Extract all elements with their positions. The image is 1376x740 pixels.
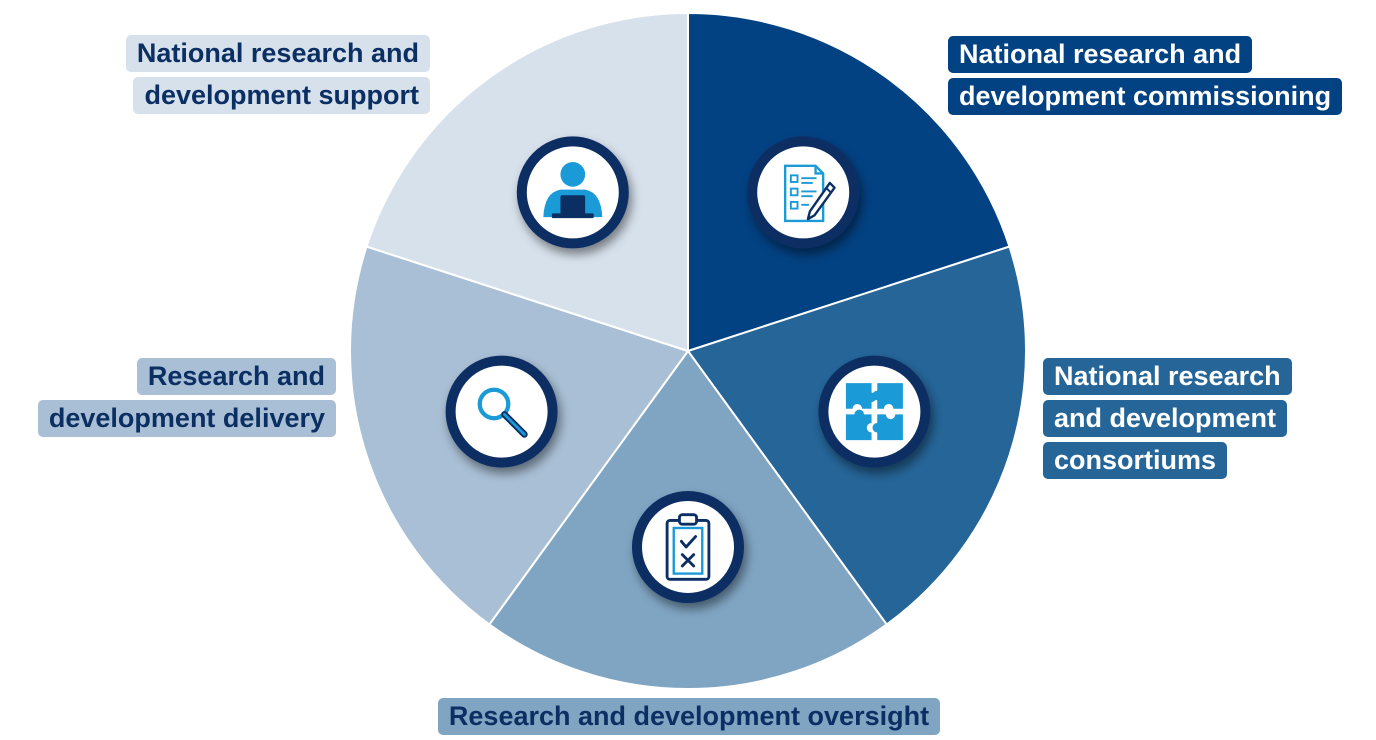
person-laptop-icon — [516, 136, 629, 249]
label-development-consortiums: National research and development consor… — [1043, 358, 1292, 484]
clipboard-check-icon — [632, 491, 744, 603]
label-line: and development — [1043, 400, 1288, 437]
label-line: Research and — [136, 358, 336, 395]
label-line: development commissioning — [948, 78, 1343, 115]
label-development-oversight: Research and development oversight — [410, 698, 968, 740]
label-development-support: National research and development suppor… — [125, 35, 430, 119]
label-line: consortiums — [1043, 442, 1228, 479]
label-line: development delivery — [37, 400, 336, 437]
document-checklist-icon — [747, 136, 860, 249]
label-line: Research and development oversight — [437, 698, 941, 735]
puzzle-icon — [818, 355, 931, 468]
label-development-delivery: Research and development delivery — [37, 358, 336, 442]
label-line: National research — [1043, 358, 1292, 395]
label-line: National research and — [948, 36, 1253, 73]
label-development-commissioning: National research and development commis… — [948, 36, 1343, 120]
magnifier-icon — [445, 355, 558, 468]
label-line: National research and — [125, 35, 430, 72]
label-line: development support — [133, 77, 430, 114]
